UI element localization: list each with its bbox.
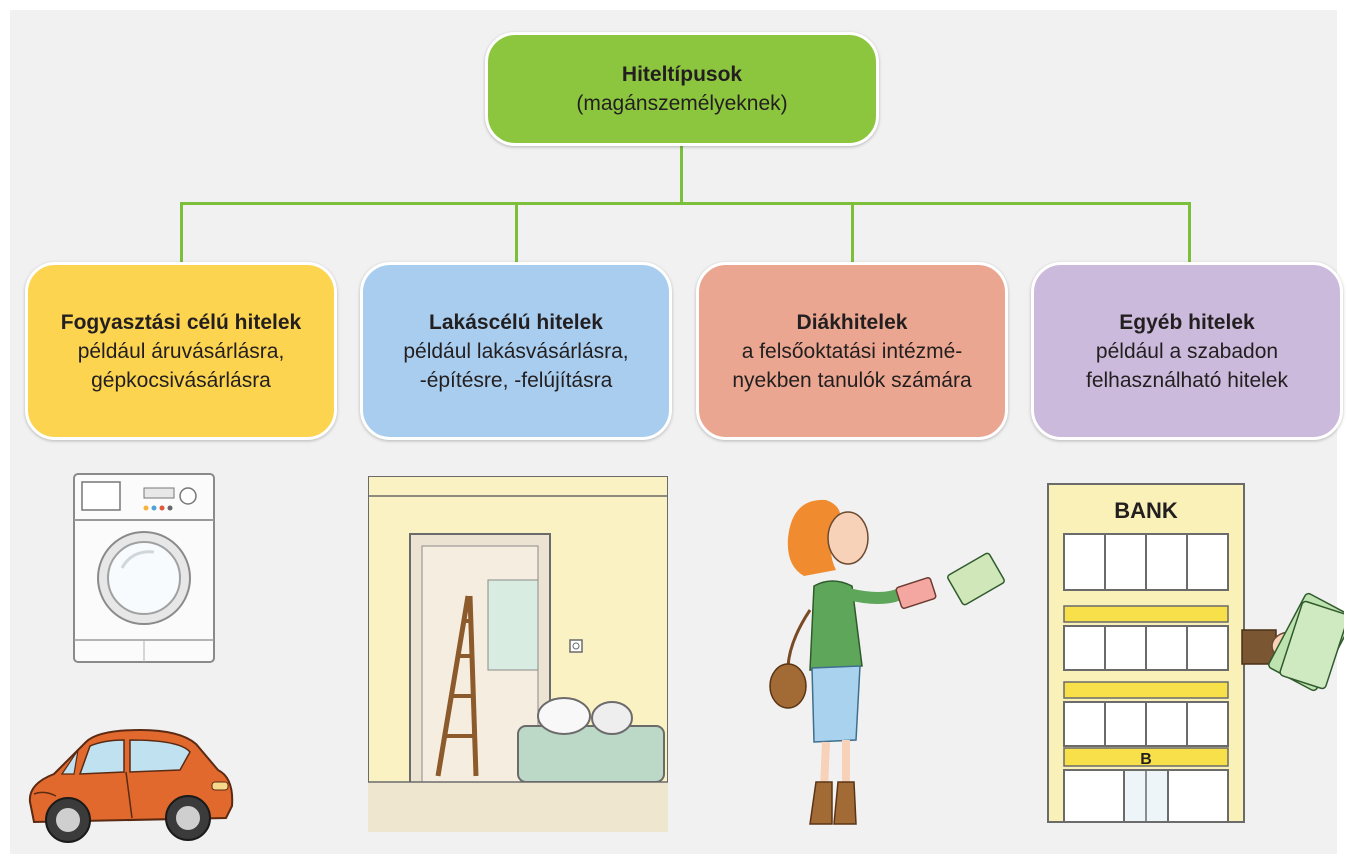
category-desc-line1: például a szabadon <box>1095 339 1279 363</box>
category-consumer-node: Fogyasztási célú hitelek például áruvásá… <box>25 262 337 440</box>
root-connector <box>680 146 683 204</box>
root-title: Hiteltípusok <box>621 63 743 86</box>
category-desc-line1: a felsőoktatási intézmé- <box>741 339 963 363</box>
connector-student <box>851 202 854 264</box>
connector-consumer <box>180 202 183 264</box>
washing-machine-illustration <box>73 473 215 663</box>
category-title: Fogyasztási célú hitelek <box>60 310 302 334</box>
category-title: Lakáscélú hitelek <box>429 310 603 334</box>
renovation-room-illustration <box>368 476 668 832</box>
horizontal-connector <box>180 202 1191 205</box>
category-desc-line2: nyekben tanulók számára <box>732 368 972 392</box>
bank-door-sign: B <box>1140 751 1152 768</box>
root-node: Hiteltípusok (magánszemélyeknek) <box>485 32 879 146</box>
category-other-node: Egyéb hitelek például a szabadon felhasz… <box>1031 262 1343 440</box>
category-desc-line2: felhasználható hitelek <box>1086 368 1288 392</box>
category-student-node: Diákhitelek a felsőoktatási intézmé- nye… <box>696 262 1008 440</box>
root-subtitle: (magánszemélyeknek) <box>576 92 788 115</box>
connector-housing <box>515 202 518 264</box>
connector-other <box>1188 202 1191 264</box>
category-desc-line2: -építésre, -felújításra <box>419 368 613 392</box>
category-desc-line2: gépkocsivásárlásra <box>91 368 271 392</box>
category-desc-line1: például áruvásárlásra, <box>77 339 285 363</box>
category-housing-node: Lakáscélú hitelek például lakásvásárlásr… <box>360 262 672 440</box>
category-title: Egyéb hitelek <box>1119 310 1255 334</box>
student-with-card-illustration <box>769 499 1005 825</box>
bank-building-illustration: BANK B <box>1047 483 1344 823</box>
car-illustration <box>28 728 234 843</box>
bank-sign: BANK <box>1114 498 1178 523</box>
category-desc-line1: például lakásvásárlásra, <box>403 339 629 363</box>
category-title: Diákhitelek <box>796 310 908 334</box>
